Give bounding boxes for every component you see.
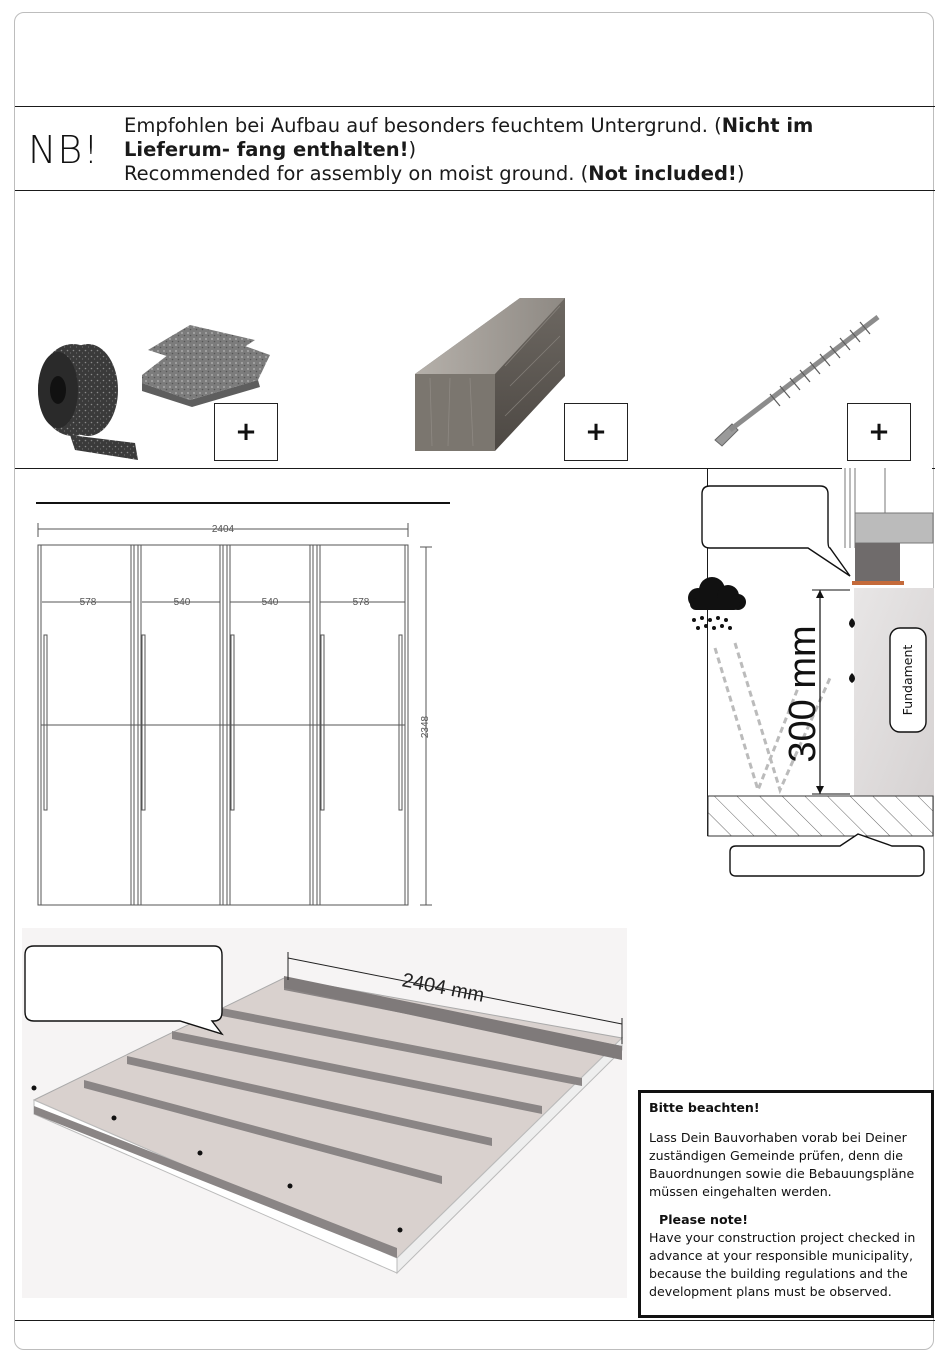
isometric-floor-drawing: 2404 mm xyxy=(22,928,627,1298)
notice-title-en: Please note! xyxy=(659,1212,748,1227)
foundation-detail-drawing: 300 mm Fundament xyxy=(688,468,934,877)
divider-note xyxy=(15,190,935,191)
plan-segment-2: 540 xyxy=(174,597,191,608)
foundation-height-label: 300 mm xyxy=(782,625,824,762)
notice-title-de: Bitte beachten! xyxy=(649,1100,760,1115)
wooden-post-image xyxy=(415,298,565,451)
notice-body-en: Have your construction project checked i… xyxy=(649,1230,916,1299)
floor-plan-drawing: 2404 578 540 540 578 2348 xyxy=(37,523,432,906)
note-english: Recommended for assembly on moist ground… xyxy=(124,162,745,185)
title-underline xyxy=(36,502,450,504)
nb-label: NB! xyxy=(28,128,100,172)
notice-body-de: Lass Dein Bauvorhaben vorab bei Deiner z… xyxy=(649,1130,915,1199)
plan-width-label: 2404 xyxy=(212,524,235,535)
plan-segment-3: 540 xyxy=(262,597,279,608)
add-screw-button[interactable]: + xyxy=(847,403,911,461)
notice-box: Bitte beachten! Lass Dein Bauvorhaben vo… xyxy=(638,1090,934,1318)
divider-products xyxy=(15,468,935,469)
moisture-note: Empfohlen bei Aufbau auf besonders feuch… xyxy=(124,114,924,186)
add-rubber-button[interactable]: + xyxy=(214,403,278,461)
note-german: Empfohlen bei Aufbau auf besonders feuch… xyxy=(124,114,814,161)
divider-bottom xyxy=(15,1320,935,1321)
screw-image xyxy=(714,315,880,447)
add-post-button[interactable]: + xyxy=(564,403,628,461)
rubber-roll-and-pads-image xyxy=(38,325,270,460)
plan-height-label: 2348 xyxy=(420,715,431,738)
divider-top xyxy=(15,106,935,107)
detail-left-border xyxy=(707,468,708,836)
foundation-label: Fundament xyxy=(900,645,915,716)
plan-segment-1: 578 xyxy=(80,597,97,608)
plan-segment-4: 578 xyxy=(353,597,370,608)
